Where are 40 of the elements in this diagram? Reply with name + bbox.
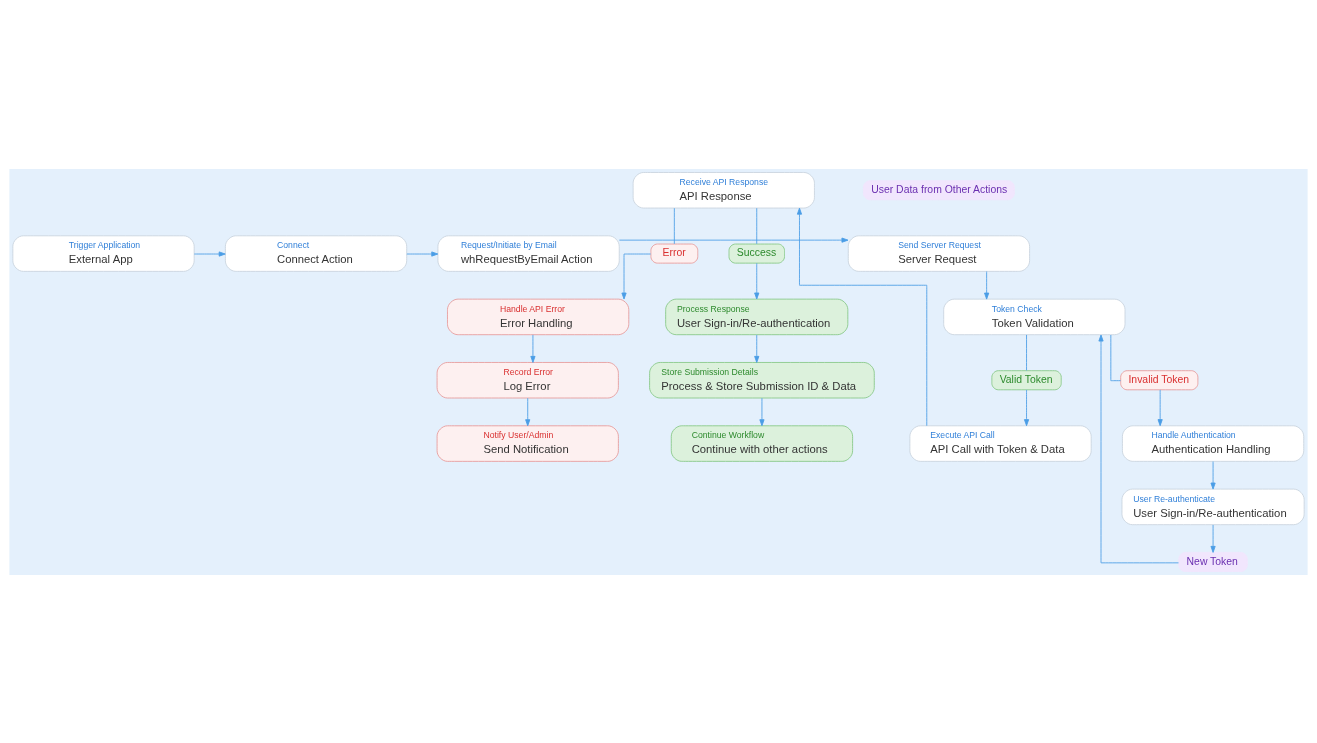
node-box: Error [650,243,699,264]
arrow [406,250,439,257]
arrow [618,237,849,243]
node-box: Token Check Token Validation [943,298,1126,335]
arrow [754,333,760,363]
arrow [759,397,765,426]
arrow [1210,460,1216,490]
node-box: New Token [1178,551,1248,572]
arrow [1024,388,1030,426]
arrow [530,333,536,363]
connector [673,207,675,244]
node-box: Valid Token [991,369,1062,390]
node-box: Continue Workflow Continue with other actions [670,424,854,462]
node-box: Notify User/Admin Send Notification [436,424,619,462]
node-box: Handle API Error Error Handling [447,298,630,335]
node-box: Connect Connect Action [224,234,408,272]
node-box: Invalid Token [1120,369,1199,390]
node-box: Execute API Call API Call with Token & Data [909,424,1092,462]
arrow [1210,524,1216,553]
arrow [525,397,531,426]
node-box: Process Response User Sign-in/Re-authentication [665,298,849,335]
arrow [1157,388,1163,426]
arrow [984,270,990,300]
node-box: Record Error Log Error [436,361,619,398]
connector [756,207,758,244]
node-box: Store Submission Details Process & Store Submission ID & Data [649,361,875,398]
node-box: Receive API Response API Response [632,171,815,208]
arrow [754,262,760,299]
node-box: Send Server Request Server Request [847,234,1030,272]
node-box: Handle Authentication Authentication Handling [1121,424,1305,462]
node-box: Request/Initiate by Email whRequestByEmail Action [437,234,620,272]
arrow [1098,334,1179,563]
node-box: User Re-authenticate User Sign-in/Re-authentication [1121,488,1305,525]
arrow [193,250,226,257]
arrow [796,207,928,426]
node-box: Trigger Application External App [12,234,195,272]
node-box: Success [728,243,785,264]
connector [1026,333,1027,371]
arrow [621,253,652,299]
connector [1110,334,1122,381]
